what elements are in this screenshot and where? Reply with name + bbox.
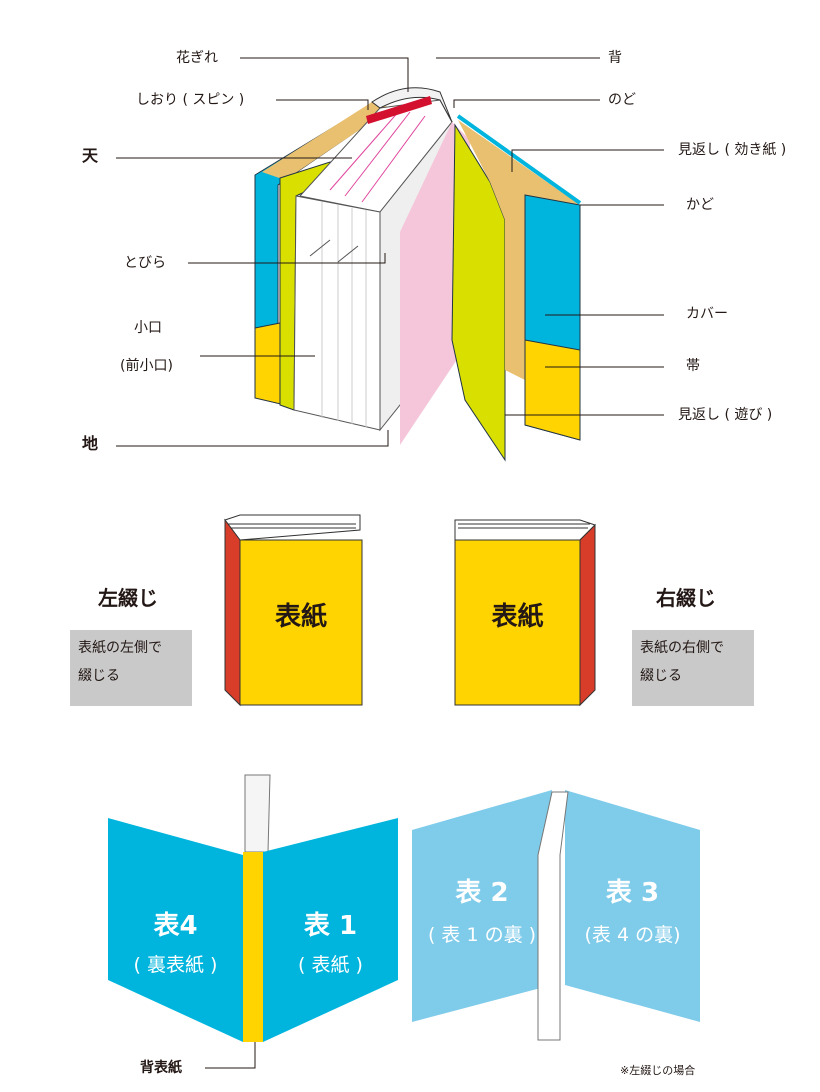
right-cover-label: 表紙 [491,602,544,632]
left-note-line1: 表紙の左側で [78,640,162,656]
right-spine-red [579,523,596,707]
label-h1: 表 1 [303,911,358,941]
label-hanagire: 花ぎれ [176,50,218,66]
label-kado: かど [686,197,714,213]
label-ten: 天 [82,146,99,165]
label-mae-koguchi: (前小口) [120,358,173,374]
inner-cover-h3 [565,790,700,1022]
inner-cover-h2 [412,790,552,1022]
label-h3-sub: (表 4 の裏) [584,924,681,946]
label-obi: 帯 [686,358,700,374]
label-spine: 背表紙 [140,1060,182,1076]
label-tobira: とびら [124,255,166,271]
spine-top-white [244,774,271,853]
ribbon [366,96,432,124]
label-se: 背 [608,50,622,66]
pink-page [400,122,470,445]
outer-covers-spread [108,774,398,1069]
left-binding-note: 表紙の左側で 綴じる [70,630,192,706]
right-endpaper [458,120,580,380]
label-h4-sub: ( 裏表紙 ) [133,954,218,976]
inner-covers-spread [412,790,700,1041]
left-endpaper [262,102,392,180]
left-book-cover [239,539,363,706]
left-cover-label: 表紙 [274,602,327,632]
right-note-line1: 表紙の右側で [640,640,724,656]
right-bound-book [454,519,596,707]
label-h3: 表 3 [605,878,660,908]
footnote: ※左綴じの場合 [620,1064,696,1077]
label-h4: 表4 [153,911,198,941]
left-spine-red [224,518,241,707]
left-note-line2: 綴じる [78,668,120,684]
left-binding-title: 左綴じ [98,586,158,610]
back-cover-h4 [108,818,243,1042]
label-nodo: のど [608,92,636,108]
text-block-fore-edge [293,195,381,431]
right-binding-note: 表紙の右側で 綴じる [632,630,754,706]
front-cover-h1 [263,818,398,1042]
label-chi: 地 [82,434,99,453]
label-h2: 表 2 [455,878,509,908]
label-cover: カバー [686,306,728,322]
inner-spine-white [537,791,569,1041]
label-shiori: しおり ( スピン ) [136,92,245,108]
right-note-line2: 綴じる [640,668,682,684]
label-mikaeshi-kiki: 見返し ( 効き紙 ) [678,142,787,158]
left-bound-book [224,514,363,707]
label-h1-sub: ( 表紙 ) [298,954,363,976]
book-anatomy-illustration [254,87,582,462]
label-mikaeshi-asobi: 見返し ( 遊び ) [678,407,773,423]
leader-lines [116,57,664,447]
spine-yellow [243,852,263,1042]
right-binding-title: 右綴じ [656,586,716,610]
label-koguchi: 小口 [134,320,162,336]
right-obi [524,339,581,441]
label-h2-sub: ( 表 1 の裏 ) [427,924,537,946]
right-book-cover [454,539,581,706]
